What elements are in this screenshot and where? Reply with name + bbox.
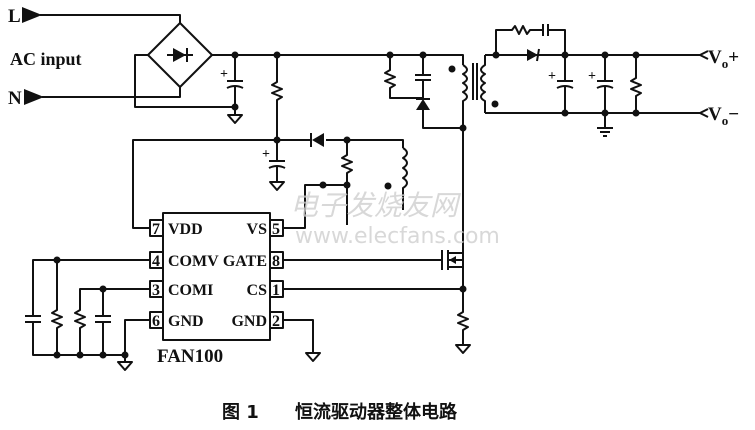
hv-rail bbox=[212, 54, 464, 65]
svg-text:+: + bbox=[588, 69, 596, 84]
pin-number: 3 bbox=[152, 282, 160, 299]
pin-number: 8 bbox=[272, 253, 280, 270]
label-vo-minus: Vo− bbox=[708, 104, 739, 128]
watermark-url: www.elecfans.com bbox=[295, 224, 500, 249]
pin-label-vdd: VDD bbox=[168, 221, 203, 238]
pin-number: 6 bbox=[152, 313, 160, 330]
pin-label-gnd: GND bbox=[231, 313, 267, 330]
pin-label-comv: COMV bbox=[168, 253, 219, 270]
transformer bbox=[448, 55, 499, 300]
mosfet bbox=[283, 200, 464, 289]
figure-title: 恒流驱动器整体电路 bbox=[295, 401, 458, 423]
vs-divider bbox=[283, 140, 353, 229]
label-ac-input: AC input bbox=[10, 49, 82, 69]
pin-label-vs: VS bbox=[247, 221, 268, 238]
output-diode-snubber bbox=[495, 24, 566, 62]
watermark-cn: 电子发烧友网 bbox=[290, 189, 462, 222]
pin-label-comi: COMI bbox=[168, 282, 213, 299]
current-sense-resistor bbox=[283, 288, 471, 354]
aux-winding bbox=[384, 147, 408, 210]
output-load-resistor bbox=[630, 55, 642, 113]
pin-number: 4 bbox=[152, 253, 160, 270]
vdd-capacitor: + bbox=[262, 140, 286, 191]
svg-text:+: + bbox=[548, 69, 556, 84]
vdd-diode bbox=[310, 133, 324, 147]
pin-label-gnd: GND bbox=[168, 313, 204, 330]
vdd-wire bbox=[132, 139, 404, 229]
pin-label-cs: CS bbox=[247, 282, 268, 299]
ac-input-wiring bbox=[21, 7, 235, 108]
bulk-capacitor: + bbox=[220, 55, 244, 124]
primary-snubber bbox=[384, 55, 463, 129]
pin-number: 1 bbox=[272, 282, 280, 299]
pin-number: 5 bbox=[272, 221, 280, 238]
label-line: L bbox=[8, 6, 21, 27]
label-neutral: N bbox=[8, 88, 22, 109]
figure-number: 图 1 bbox=[222, 402, 259, 423]
bridge-rectifier bbox=[147, 22, 213, 88]
junction-dots bbox=[53, 51, 640, 359]
fan100-ic: 7 VDD 4 COMV 3 COMI 6 GND 5 VS 8 GATE 1 … bbox=[149, 212, 284, 367]
pin-label-gate: GATE bbox=[223, 253, 267, 270]
label-vo-plus: Vo+ bbox=[708, 47, 739, 71]
output-capacitor-2: + bbox=[588, 55, 614, 137]
pin-number: 7 bbox=[152, 221, 160, 238]
svg-text:+: + bbox=[220, 67, 228, 82]
compensation-network bbox=[25, 259, 321, 371]
ic-name: FAN100 bbox=[157, 346, 223, 367]
pin-number: 2 bbox=[272, 313, 280, 330]
output-capacitor-1: + bbox=[548, 55, 574, 113]
startup-resistor bbox=[271, 55, 283, 140]
svg-text:+: + bbox=[262, 147, 270, 162]
